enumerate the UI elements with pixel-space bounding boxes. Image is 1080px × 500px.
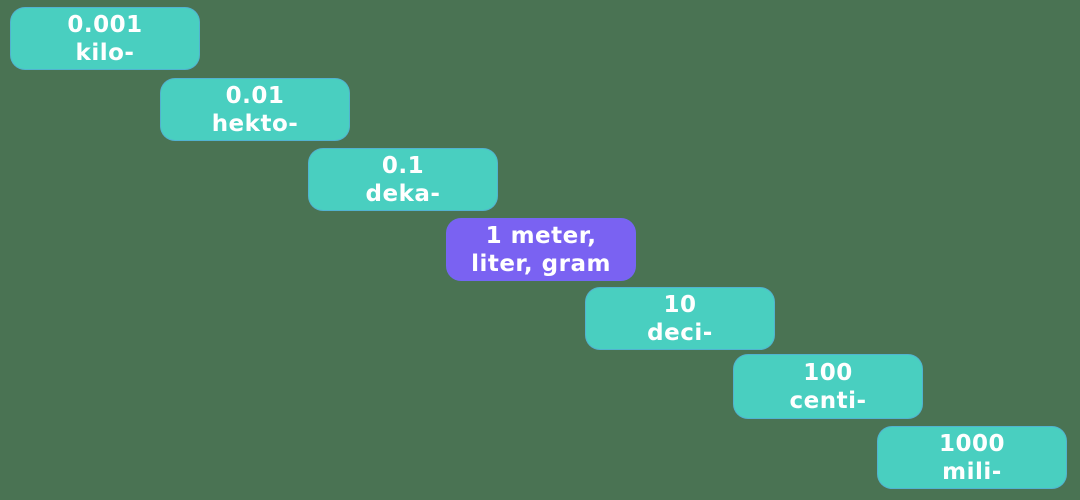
step-value: 10 bbox=[663, 291, 697, 318]
step-kilo: 0.001 kilo- bbox=[10, 7, 200, 70]
step-prefix: hekto- bbox=[211, 110, 299, 137]
step-prefix: centi- bbox=[789, 387, 867, 414]
step-base-unit: 1 meter, liter, gram bbox=[446, 218, 636, 281]
step-deci: 10 deci- bbox=[585, 287, 775, 350]
step-hekto: 0.01 hekto- bbox=[160, 78, 350, 141]
step-value: 0.1 bbox=[381, 152, 425, 179]
step-prefix: mili- bbox=[942, 458, 1002, 485]
step-value: 0.01 bbox=[225, 82, 285, 109]
step-value: 0.001 bbox=[67, 11, 143, 38]
step-centi: 100 centi- bbox=[733, 354, 923, 419]
step-deka: 0.1 deka- bbox=[308, 148, 498, 211]
step-prefix: kilo- bbox=[75, 39, 135, 66]
step-value: 1 meter, bbox=[485, 222, 597, 249]
step-value: 100 bbox=[803, 359, 853, 386]
step-value: 1000 bbox=[938, 430, 1005, 457]
step-prefix: deka- bbox=[365, 180, 441, 207]
step-mili: 1000 mili- bbox=[877, 426, 1067, 489]
step-prefix: liter, gram bbox=[471, 250, 611, 277]
step-prefix: deci- bbox=[647, 319, 713, 346]
